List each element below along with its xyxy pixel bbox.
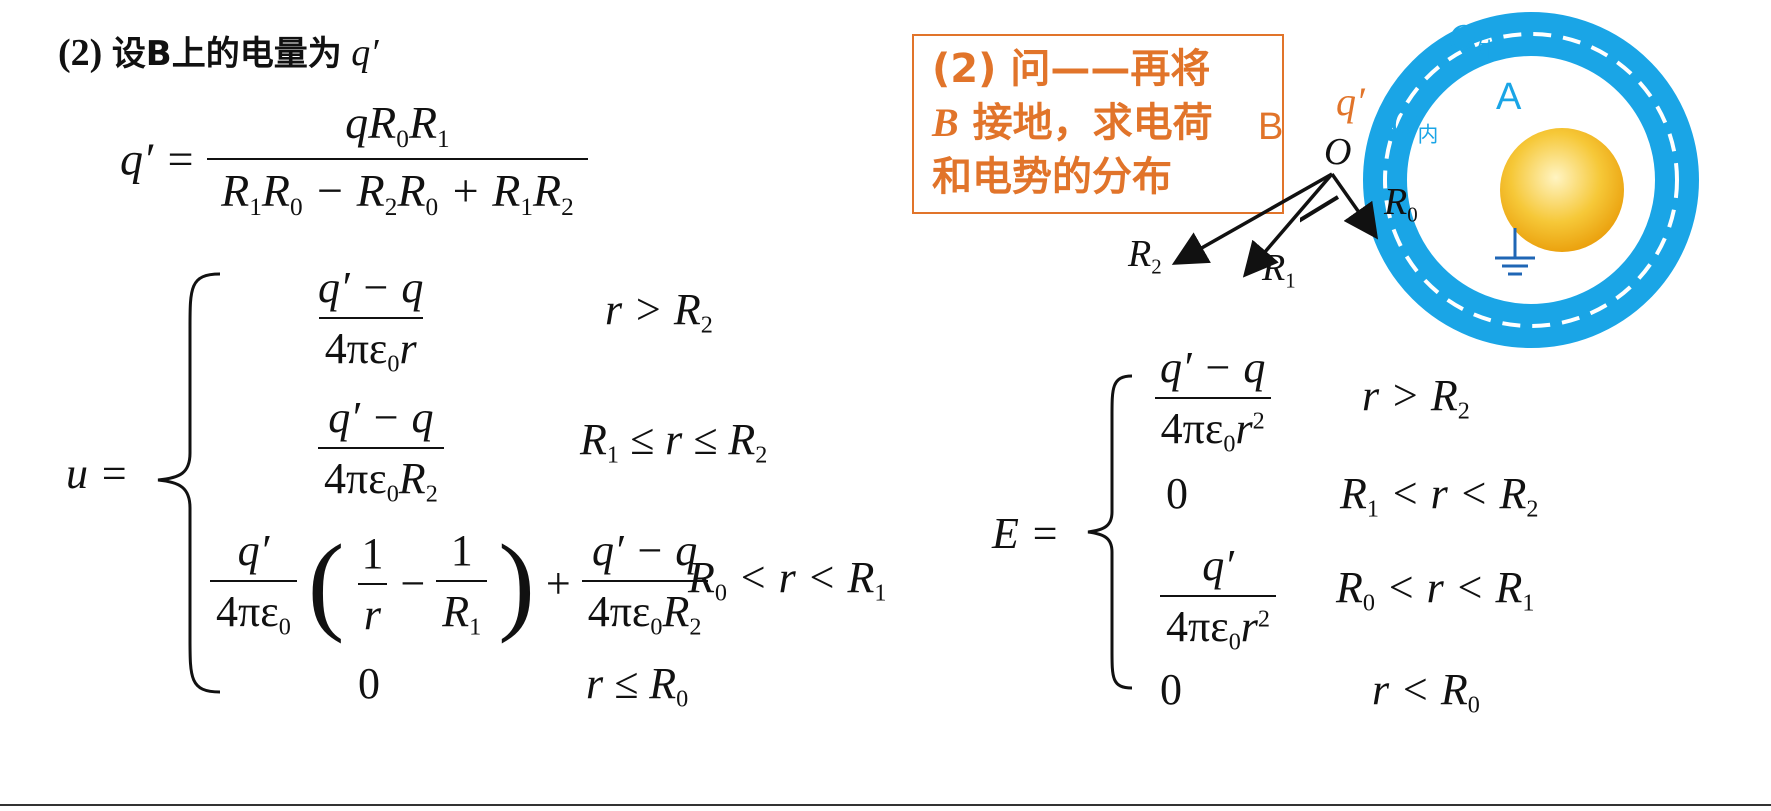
radius-arrows-final xyxy=(1171,172,1379,278)
E-cond-1: r > R2 xyxy=(1362,371,1470,425)
E-row-2: 0 xyxy=(1166,469,1188,518)
bottom-divider xyxy=(0,804,1771,806)
E-cond-4: r < R0 xyxy=(1372,665,1480,719)
label-R2: R2 xyxy=(1128,233,1162,279)
q-eq-denominator: R1R0 − R2R0 + R1R2 xyxy=(207,157,588,222)
E-row-3: q′ 4πε0r2 xyxy=(1160,540,1277,656)
E-cond-3: R0 < r < R1 xyxy=(1336,563,1535,617)
radius-R1-arrow xyxy=(1242,172,1334,278)
q-eq-numerator: qR0R1 xyxy=(345,97,450,153)
label-O: O xyxy=(1324,131,1352,173)
inner-sphere-B xyxy=(1500,128,1624,252)
sphere-shell-diagram xyxy=(1300,12,1699,348)
radius-R2-arrow xyxy=(1300,195,1340,223)
u-row-2: q′ − q 4πε0R2 xyxy=(318,392,444,508)
q-eq-lhs: q′ = xyxy=(120,133,196,185)
label-A: A xyxy=(1496,76,1522,118)
u-cond-1: r > R2 xyxy=(605,285,713,339)
E-row-4: 0 xyxy=(1160,665,1182,714)
label-R1: R1 xyxy=(1262,247,1296,293)
ground-symbol xyxy=(1495,228,1535,276)
radius-R0-arrow xyxy=(1330,172,1379,240)
E-brace xyxy=(1087,374,1133,690)
u-row-1: q′ − q 4πε0r xyxy=(318,263,424,378)
label-B: B xyxy=(1258,106,1284,148)
heading: (2) 设B上的电量为 q′ xyxy=(58,26,379,75)
question-callout: (2) 问——再将 B 接地，求电荷 和电势的分布 xyxy=(912,34,1284,214)
heading-variable: q′ xyxy=(351,32,379,74)
u-lhs: u = xyxy=(66,449,129,498)
u-row-4: 0 xyxy=(358,659,380,708)
callout-line-1: (2) 问——再将 xyxy=(932,46,1211,92)
label-Q-outer: Q外 xyxy=(1448,17,1497,63)
E-lhs: E = xyxy=(992,509,1060,558)
q-eq-fraction: qR0R1 R1R0 − R2R0 + R1R2 xyxy=(207,96,588,222)
heading-number: (2) xyxy=(58,32,103,74)
shell-dashed-midline xyxy=(1383,32,1679,328)
u-cond-3: R0 < r < R1 xyxy=(688,553,887,607)
q-prime-equation: q′ = qR0R1 R1R0 − R2R0 + R1R2 xyxy=(120,96,588,222)
radius-R2-arrow xyxy=(1171,172,1333,265)
callout-line-3: 和电势的分布 xyxy=(932,154,1172,200)
u-cond-2: R1 ≤ r ≤ R2 xyxy=(580,415,768,469)
label-q-prime: q′ xyxy=(1336,79,1365,124)
label-R0: R0 xyxy=(1384,181,1418,227)
u-brace xyxy=(157,272,221,694)
label-Q-inner: Q内 xyxy=(1390,101,1439,147)
E-cond-2: R1 < r < R2 xyxy=(1340,469,1539,523)
E-row-1: q′ − q 4πε0r2 xyxy=(1154,342,1271,458)
heading-text: 设B上的电量为 xyxy=(111,34,342,74)
callout-line-2: B 接地，求电荷 xyxy=(932,100,1213,146)
u-cond-4: r ≤ R0 xyxy=(586,659,689,713)
